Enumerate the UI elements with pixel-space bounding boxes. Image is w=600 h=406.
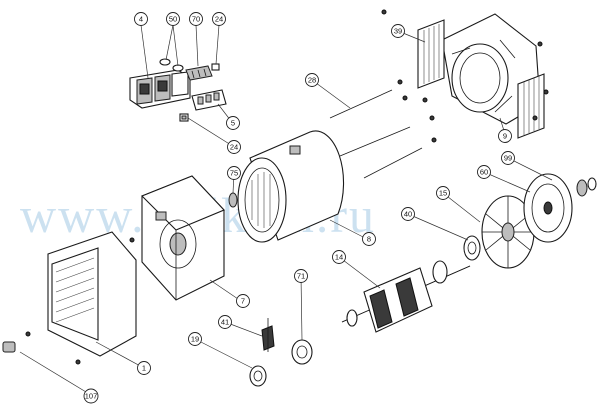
svg-text:99: 99 (504, 154, 512, 163)
svg-text:24: 24 (230, 143, 238, 152)
callout-24: 24 (212, 12, 226, 26)
callout-24: 24 (227, 140, 241, 154)
callout-40: 40 (401, 207, 415, 221)
callout-60: 60 (477, 165, 491, 179)
callout-28: 28 (305, 73, 319, 87)
svg-text:4: 4 (139, 15, 143, 24)
svg-text:41: 41 (221, 318, 229, 327)
svg-text:24: 24 (215, 15, 223, 24)
svg-text:75: 75 (230, 169, 238, 178)
svg-text:19: 19 (191, 335, 199, 344)
svg-text:50: 50 (169, 15, 177, 24)
screw-part (159, 58, 184, 72)
callout-39: 39 (391, 24, 405, 38)
callout-15: 15 (436, 186, 450, 200)
callout-8: 8 (362, 232, 376, 246)
callout-4: 4 (134, 12, 148, 26)
svg-text:107: 107 (85, 392, 98, 401)
bearing-part (249, 365, 267, 387)
svg-text:15: 15 (439, 189, 447, 198)
callout-71: 71 (294, 269, 308, 283)
cap-part (2, 341, 16, 353)
stator-housing-part (237, 130, 345, 243)
callout-19: 19 (188, 332, 202, 346)
svg-text:60: 60 (480, 168, 488, 177)
clip-part (211, 63, 220, 71)
svg-text:28: 28 (308, 76, 316, 85)
callout-50: 50 (166, 12, 180, 26)
callout-5: 5 (226, 116, 240, 130)
callout-70: 70 (189, 12, 203, 26)
svg-text:39: 39 (394, 27, 402, 36)
callout-14: 14 (332, 250, 346, 264)
fan-cover-part (25, 231, 137, 365)
callout-75: 75 (227, 166, 241, 180)
bearing-part (463, 235, 481, 261)
svg-text:7: 7 (241, 297, 245, 306)
terminal-board-part (129, 69, 191, 109)
callout-1: 1 (137, 361, 151, 375)
svg-text:8: 8 (367, 235, 371, 244)
callout-9: 9 (498, 129, 512, 143)
tie-rod-part (329, 79, 437, 179)
svg-text:1: 1 (142, 364, 146, 373)
fastener-part (381, 9, 549, 121)
rotor-shaft-part (341, 260, 471, 333)
svg-text:71: 71 (297, 272, 305, 281)
louvre-screen-part (417, 19, 545, 139)
svg-text:40: 40 (404, 210, 412, 219)
terminal-strip-part (191, 89, 227, 111)
frame-adapter-part (141, 175, 225, 301)
end-shield-part (441, 13, 541, 125)
bearing-part (291, 339, 313, 365)
connector-block-part (185, 65, 213, 81)
svg-text:14: 14 (335, 253, 343, 262)
callout-7: 7 (236, 294, 250, 308)
bearing-ring-part (228, 192, 238, 208)
callout-99: 99 (501, 151, 515, 165)
clip-part (179, 113, 189, 122)
fan-part (481, 195, 535, 269)
clamp-part (261, 318, 275, 352)
svg-text:70: 70 (192, 15, 200, 24)
svg-text:5: 5 (231, 119, 235, 128)
svg-text:9: 9 (503, 132, 507, 141)
callout-107: 107 (83, 388, 99, 404)
small-bearing-part (576, 177, 597, 197)
exciter-disk-part (523, 173, 573, 243)
callout-41: 41 (218, 315, 232, 329)
